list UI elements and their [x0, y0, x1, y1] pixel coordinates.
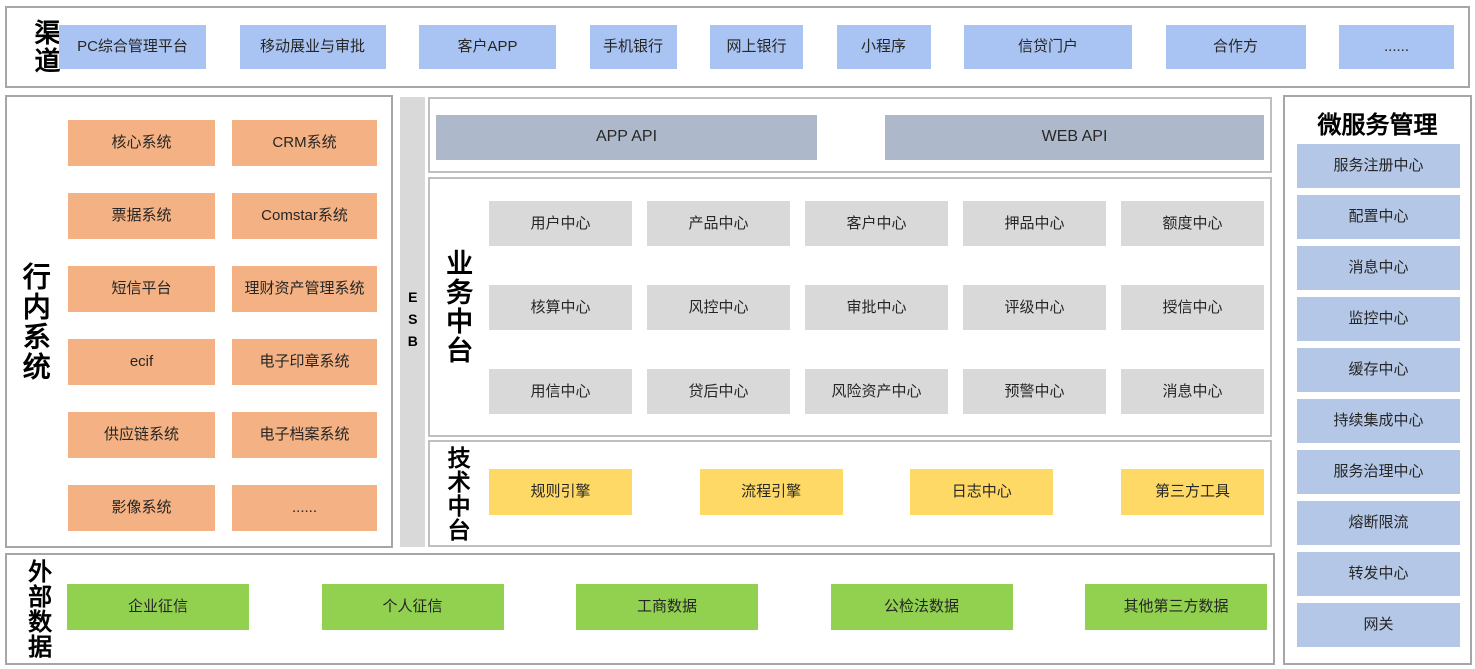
microservice-item: 持续集成中心	[1297, 399, 1460, 443]
business-center-item: 评级中心	[963, 285, 1106, 330]
internal-system-item: 电子印章系统	[232, 339, 377, 385]
tech-tool-item: 规则引擎	[489, 469, 632, 515]
external-data-item: 工商数据	[576, 584, 758, 630]
internal-system-item: 票据系统	[68, 193, 215, 239]
internal-systems-panel: 行内系统 核心系统 CRM系统 票据系统 Comstar系统 短信平台 理财资产…	[5, 95, 393, 548]
tech-platform-panel: 技术中台 规则引擎 流程引擎 日志中心 第三方工具	[428, 440, 1272, 547]
internal-system-item: ecif	[68, 339, 215, 385]
tech-tool-item: 日志中心	[910, 469, 1054, 515]
internal-system-item: 理财资产管理系统	[232, 266, 377, 312]
business-center-item: 客户中心	[805, 201, 948, 246]
channels-panel: 渠道 PC综合管理平台 移动展业与审批 客户APP 手机银行 网上银行 小程序 …	[5, 6, 1470, 88]
tech-tools-row: 规则引擎 流程引擎 日志中心 第三方工具	[489, 469, 1264, 515]
channel-item: 合作方	[1165, 25, 1306, 69]
internal-systems-label: 行内系统	[19, 261, 51, 382]
external-data-label: 外部数据	[23, 559, 51, 659]
internal-system-item: 影像系统	[68, 485, 215, 531]
business-center-item: 额度中心	[1121, 201, 1264, 246]
tech-tool-item: 流程引擎	[699, 469, 843, 515]
business-center-item: 贷后中心	[647, 369, 790, 414]
microservice-item: 缓存中心	[1297, 348, 1460, 392]
business-center-item: 押品中心	[963, 201, 1106, 246]
channel-item: 网上银行	[710, 25, 803, 69]
internal-system-item: 短信平台	[68, 266, 215, 312]
external-data-panel: 外部数据 企业征信 个人征信 工商数据 公检法数据 其他第三方数据	[5, 553, 1275, 665]
microservice-item: 网关	[1297, 603, 1460, 647]
business-center-item: 预警中心	[963, 369, 1106, 414]
tech-tool-item: 第三方工具	[1120, 469, 1264, 515]
microservice-item: 服务治理中心	[1297, 450, 1460, 494]
channels-label: 渠道	[31, 19, 61, 75]
external-data-row: 企业征信 个人征信 工商数据 公检法数据 其他第三方数据	[67, 584, 1267, 630]
microservice-item: 服务注册中心	[1297, 144, 1460, 188]
tech-platform-label: 技术中台	[444, 445, 471, 542]
business-platform-label: 业务中台	[442, 249, 473, 365]
business-center-item: 用户中心	[489, 201, 632, 246]
business-center-item: 授信中心	[1121, 285, 1264, 330]
external-data-item: 公检法数据	[830, 584, 1013, 630]
channel-item: PC综合管理平台	[59, 25, 206, 69]
external-data-item: 其他第三方数据	[1085, 584, 1267, 630]
business-center-item: 风控中心	[647, 285, 790, 330]
microservice-item: 转发中心	[1297, 552, 1460, 596]
channels-row: PC综合管理平台 移动展业与审批 客户APP 手机银行 网上银行 小程序 信贷门…	[59, 25, 1468, 69]
microservices-title: 微服务管理	[1317, 112, 1438, 139]
business-center-item: 用信中心	[489, 369, 632, 414]
microservice-item: 熔断限流	[1297, 501, 1460, 545]
microservice-item: 监控中心	[1297, 297, 1460, 341]
channel-item: 手机银行	[589, 25, 677, 69]
business-center-item: 风险资产中心	[805, 369, 948, 414]
esb-label: ESB	[404, 289, 421, 355]
internal-system-item: ......	[232, 485, 377, 531]
internal-system-item: 电子档案系统	[232, 412, 377, 458]
channel-item: 移动展业与审批	[239, 25, 386, 69]
business-center-item: 产品中心	[647, 201, 790, 246]
business-center-item: 消息中心	[1121, 369, 1264, 414]
microservice-item: 配置中心	[1297, 195, 1460, 239]
business-centers-grid: 用户中心 产品中心 客户中心 押品中心 额度中心 核算中心 风控中心 审批中心 …	[489, 201, 1264, 414]
external-data-item: 个人征信	[321, 584, 504, 630]
business-platform-panel: 业务中台 用户中心 产品中心 客户中心 押品中心 额度中心 核算中心 风控中心 …	[428, 177, 1272, 437]
internal-system-item: Comstar系统	[232, 193, 377, 239]
channel-item: 信贷门户	[964, 25, 1132, 69]
internal-systems-grid: 核心系统 CRM系统 票据系统 Comstar系统 短信平台 理财资产管理系统 …	[68, 120, 377, 531]
channel-item: 客户APP	[419, 25, 556, 69]
api-layer-panel: APP API WEB API	[428, 97, 1272, 173]
microservice-item: 消息中心	[1297, 246, 1460, 290]
microservices-panel: 微服务管理 服务注册中心 配置中心 消息中心 监控中心 缓存中心 持续集成中心 …	[1283, 95, 1472, 665]
internal-system-item: 供应链系统	[68, 412, 215, 458]
internal-system-item: CRM系统	[232, 120, 377, 166]
external-data-item: 企业征信	[67, 584, 249, 630]
microservices-list: 服务注册中心 配置中心 消息中心 监控中心 缓存中心 持续集成中心 服务治理中心…	[1297, 144, 1460, 647]
channel-item: ......	[1339, 25, 1454, 69]
esb-bus: ESB	[400, 97, 425, 547]
business-center-item: 审批中心	[805, 285, 948, 330]
channel-item: 小程序	[836, 25, 931, 69]
app-api-bar: APP API	[436, 115, 817, 160]
web-api-bar: WEB API	[885, 115, 1264, 160]
business-center-item: 核算中心	[489, 285, 632, 330]
internal-system-item: 核心系统	[68, 120, 215, 166]
